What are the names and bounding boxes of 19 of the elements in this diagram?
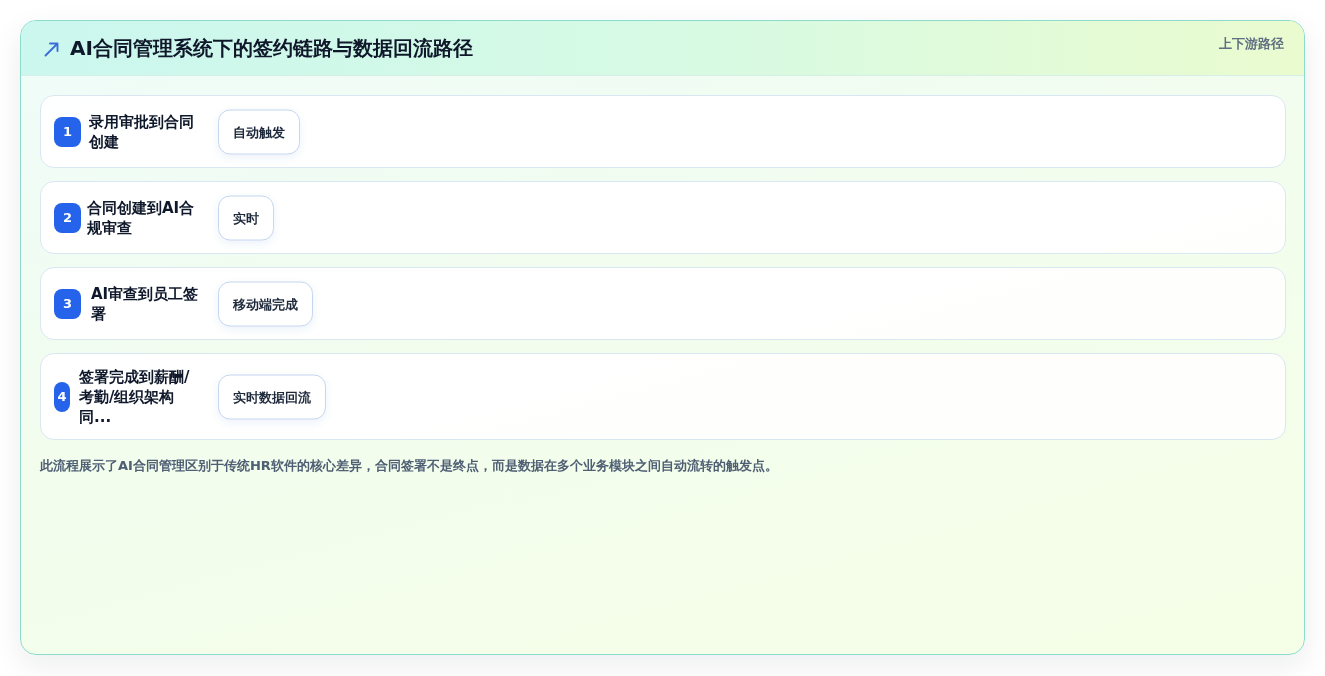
trigger-tag: 实时数据回流 — [218, 374, 326, 419]
step-label: 签署完成到薪酬/考勤/组织架构同... — [79, 366, 191, 427]
step-label: 录用审批到合同创建 — [89, 111, 195, 152]
step-card — [40, 181, 1286, 254]
step-number-badge: 4 — [54, 381, 70, 412]
section-label: 上下游路径 — [1219, 35, 1284, 53]
trigger-tag: 移动端完成 — [218, 281, 313, 326]
title: AI合同管理系统下的签约链路与数据回流路径 — [70, 35, 473, 62]
step-number-badge: 2 — [54, 202, 81, 233]
step-number-badge: 1 — [54, 116, 81, 147]
step-card — [40, 267, 1286, 340]
step-card — [40, 353, 1286, 440]
step-label: AI审查到员工签署 — [91, 283, 200, 324]
trigger-tag: 自动触发 — [218, 109, 300, 154]
caption: 此流程展示了AI合同管理区别于传统HR软件的核心差异，合同签署不是终点，而是数据在多个业务模块之间自动流转的触发点。 — [40, 457, 778, 475]
trigger-tag: 实时 — [218, 195, 274, 240]
step-number-badge: 3 — [54, 288, 81, 319]
step-label: 合同创建到AI合规审查 — [87, 197, 196, 238]
step-card — [40, 95, 1286, 168]
